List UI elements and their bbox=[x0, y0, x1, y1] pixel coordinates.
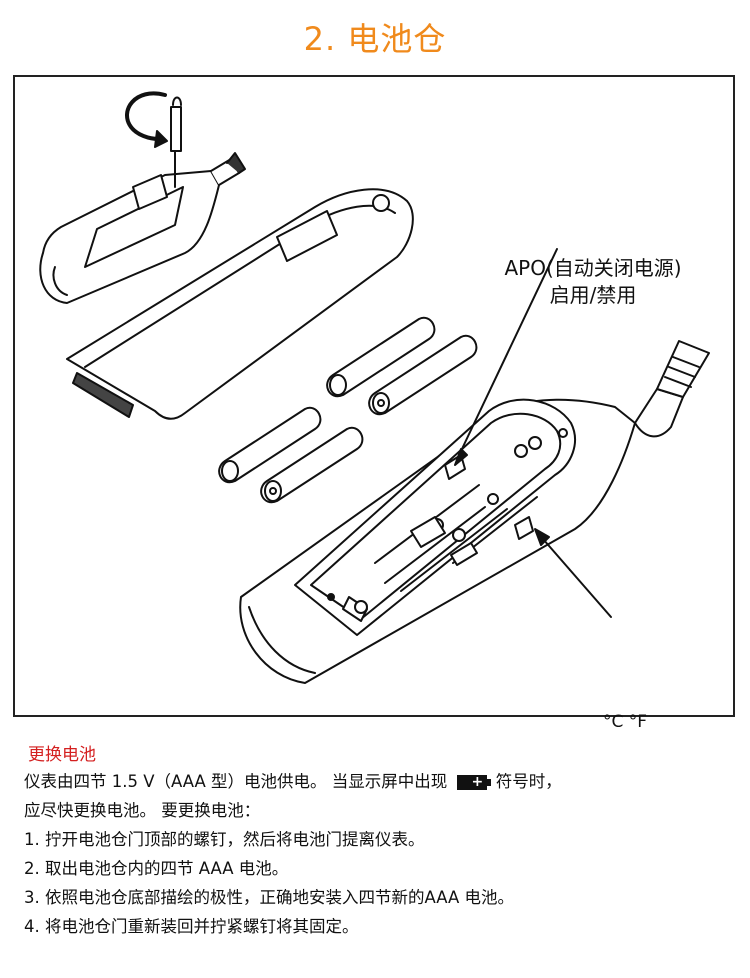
intro-line-2: 应尽快更换电池。 要更换电池： bbox=[24, 801, 261, 820]
apo-callout: APO(自动关闭电源) 启用/禁用 bbox=[463, 255, 723, 309]
apo-pointer-arrow bbox=[454, 248, 558, 466]
intro-line-1: 仪表由四节 1.5 V（AAA 型）电池供电。 当显示屏中出现 + 符号时， bbox=[24, 767, 734, 796]
section-heading: 更换电池 bbox=[28, 745, 96, 765]
apo-callout-line2: 启用/禁用 bbox=[549, 283, 637, 307]
battery-low-icon: + bbox=[456, 775, 491, 790]
battery-aaa bbox=[260, 426, 364, 504]
intro-text-b: 符号时， bbox=[495, 772, 562, 791]
page-title: 2. 电池仓 bbox=[303, 20, 447, 58]
battery-aaa bbox=[218, 406, 322, 484]
screwdriver-icon bbox=[170, 96, 182, 188]
temp-pointer-arrow bbox=[534, 528, 612, 618]
battery-compartment-illustration: APO(自动关闭电源) 启用/禁用 °C °F bbox=[13, 75, 735, 732]
main-meter bbox=[239, 340, 710, 684]
battery-door bbox=[66, 188, 414, 420]
rotate-arrow-icon bbox=[125, 91, 168, 148]
step-item: 2. 取出电池仓内的四节 AAA 电池。 bbox=[24, 859, 289, 878]
illustration-svg bbox=[39, 91, 710, 684]
battery-aaa bbox=[326, 316, 436, 398]
small-meter bbox=[39, 152, 246, 304]
step-item: 1. 拧开电池仓门顶部的螺钉，然后将电池门提离仪表。 bbox=[24, 830, 425, 849]
temp-unit-callout: °C °F bbox=[602, 712, 648, 732]
battery-aaa bbox=[368, 334, 478, 416]
step-item: 4. 将电池仓门重新装回并拧紧螺钉将其固定。 bbox=[24, 917, 359, 936]
instructions: 仪表由四节 1.5 V（AAA 型）电池供电。 当显示屏中出现 + 符号时， 应… bbox=[24, 767, 734, 941]
step-item: 3. 依照电池仓底部描绘的极性，正确地安装入四节新的AAA 电池。 bbox=[24, 888, 515, 907]
apo-callout-line1: APO(自动关闭电源) bbox=[504, 256, 682, 280]
intro-text-a: 仪表由四节 1.5 V（AAA 型）电池供电。 当显示屏中出现 bbox=[24, 772, 448, 791]
